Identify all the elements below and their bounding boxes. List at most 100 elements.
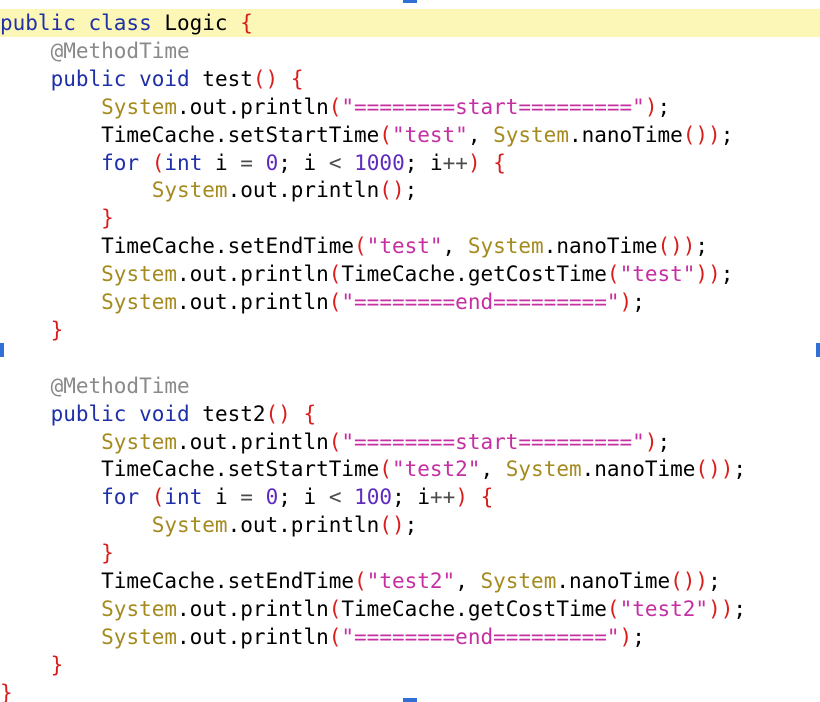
code-line[interactable]: System.out.println(TimeCache.getCostTime… xyxy=(0,595,820,623)
code-line[interactable]: } xyxy=(0,679,820,702)
operator-token: < xyxy=(328,150,342,175)
selection-handle-left[interactable] xyxy=(0,343,4,357)
code-line[interactable]: System.out.println("========start=======… xyxy=(0,93,820,121)
code-text xyxy=(0,485,101,509)
current-code-line[interactable]: public class Logic { xyxy=(0,9,820,37)
class-name-token: System xyxy=(101,94,178,119)
bracket-token: ) xyxy=(455,485,468,510)
code-line[interactable]: for (int i = 0; i < 1000; i++) { xyxy=(0,149,820,177)
code-line[interactable]: } xyxy=(0,539,820,567)
code-line[interactable]: System.out.println("========end=========… xyxy=(0,623,820,651)
code-text: ; i xyxy=(404,150,443,175)
number-literal: 0 xyxy=(265,150,279,175)
class-name-token: System xyxy=(493,122,569,147)
bracket-token: ( xyxy=(328,262,342,287)
code-text: , xyxy=(467,122,494,147)
code-text xyxy=(253,151,266,175)
code-text xyxy=(0,597,101,621)
code-text xyxy=(0,206,101,230)
code-line[interactable]: @MethodTime xyxy=(0,372,820,400)
class-name-token: System xyxy=(101,429,178,454)
selection-handle-bottom[interactable] xyxy=(403,698,417,702)
code-line[interactable]: System.out.println(); xyxy=(0,176,820,204)
bracket-token: ) xyxy=(619,624,633,649)
code-text: ; xyxy=(632,624,645,649)
code-text xyxy=(278,67,291,91)
bracket-token: () xyxy=(265,401,291,426)
bracket-token: ) xyxy=(644,94,658,119)
code-text xyxy=(0,430,101,454)
selection-handle-top[interactable] xyxy=(403,0,417,3)
code-text: .out.println xyxy=(177,429,329,454)
operator-token: ++ xyxy=(442,150,468,175)
code-line[interactable]: TimeCache.setStartTime("test2", System.n… xyxy=(0,455,820,483)
bracket-token: ()) xyxy=(682,122,721,147)
code-text xyxy=(139,151,152,175)
code-line[interactable]: System.out.println(TimeCache.getCostTime… xyxy=(0,260,820,288)
string-literal: "========end=========" xyxy=(341,290,620,314)
bracket-token: ()) xyxy=(657,234,696,259)
code-line[interactable]: } xyxy=(0,204,820,232)
code-text xyxy=(341,151,354,175)
bracket-token: } xyxy=(50,317,64,342)
code-text xyxy=(341,485,354,509)
code-line[interactable]: System.out.println(); xyxy=(0,511,820,539)
code-text xyxy=(0,39,51,63)
string-literal: "========start=========" xyxy=(341,429,645,454)
code-line[interactable]: TimeCache.setStartTime("test", System.na… xyxy=(0,121,820,149)
keyword-token: public void xyxy=(50,401,190,426)
bracket-token: ( xyxy=(328,290,342,314)
code-line[interactable]: } xyxy=(0,651,820,679)
class-name-token: System xyxy=(467,234,544,259)
code-line[interactable]: public void test2() { xyxy=(0,400,820,428)
code-text xyxy=(0,67,51,91)
bracket-token: )) xyxy=(708,596,734,621)
operator-token: = xyxy=(240,485,253,510)
bracket-token: ( xyxy=(328,624,342,649)
bracket-token: ( xyxy=(379,457,392,482)
code-text: .nanoTime xyxy=(543,234,658,259)
bracket-token: )) xyxy=(695,262,721,287)
code-line[interactable]: @MethodTime xyxy=(0,37,820,65)
class-name-token: System xyxy=(101,290,178,314)
string-literal: "test" xyxy=(619,262,696,287)
keyword-token: int xyxy=(164,485,203,510)
selection-handle-right[interactable] xyxy=(816,343,820,357)
bracket-token: ( xyxy=(354,569,367,593)
bracket-token: } xyxy=(101,541,114,566)
code-line[interactable]: } xyxy=(0,316,820,344)
bracket-token: () xyxy=(379,178,405,203)
keyword-token: public class xyxy=(0,11,152,35)
code-line[interactable]: TimeCache.setEndTime("test", System.nano… xyxy=(0,232,820,260)
bracket-token: ()) xyxy=(670,569,709,593)
code-text: ; xyxy=(404,178,418,203)
bracket-token: ()) xyxy=(695,457,734,482)
bracket-token: } xyxy=(0,680,13,702)
string-literal: "test" xyxy=(366,234,443,259)
code-text: .nanoTime xyxy=(568,122,683,147)
code-text: , xyxy=(480,457,506,482)
operator-token: ++ xyxy=(430,485,456,510)
bracket-token: ( xyxy=(151,485,165,510)
code-text xyxy=(0,374,51,398)
code-text: .out.println xyxy=(177,94,329,119)
code-line[interactable]: System.out.println("========end=========… xyxy=(0,288,820,316)
code-text xyxy=(291,402,304,426)
keyword-token: for xyxy=(101,485,140,510)
code-text: ; xyxy=(404,513,418,538)
keyword-token: public void xyxy=(50,66,190,91)
code-text: test xyxy=(189,66,253,91)
keyword-token: for xyxy=(101,150,140,175)
code-line[interactable]: for (int i = 0; i < 100; i++) { xyxy=(0,483,820,511)
number-literal: 0 xyxy=(265,485,279,510)
code-line[interactable]: TimeCache.setEndTime("test2", System.nan… xyxy=(0,567,820,595)
code-text: , xyxy=(455,569,481,593)
code-text: .out.println xyxy=(227,513,380,538)
code-line[interactable]: public void test() { xyxy=(0,65,820,93)
code-text: i xyxy=(202,485,241,510)
code-line[interactable]: System.out.println("========start=======… xyxy=(0,428,820,456)
code-line[interactable] xyxy=(0,344,820,372)
code-text xyxy=(0,262,101,286)
bracket-token: { xyxy=(303,401,317,426)
